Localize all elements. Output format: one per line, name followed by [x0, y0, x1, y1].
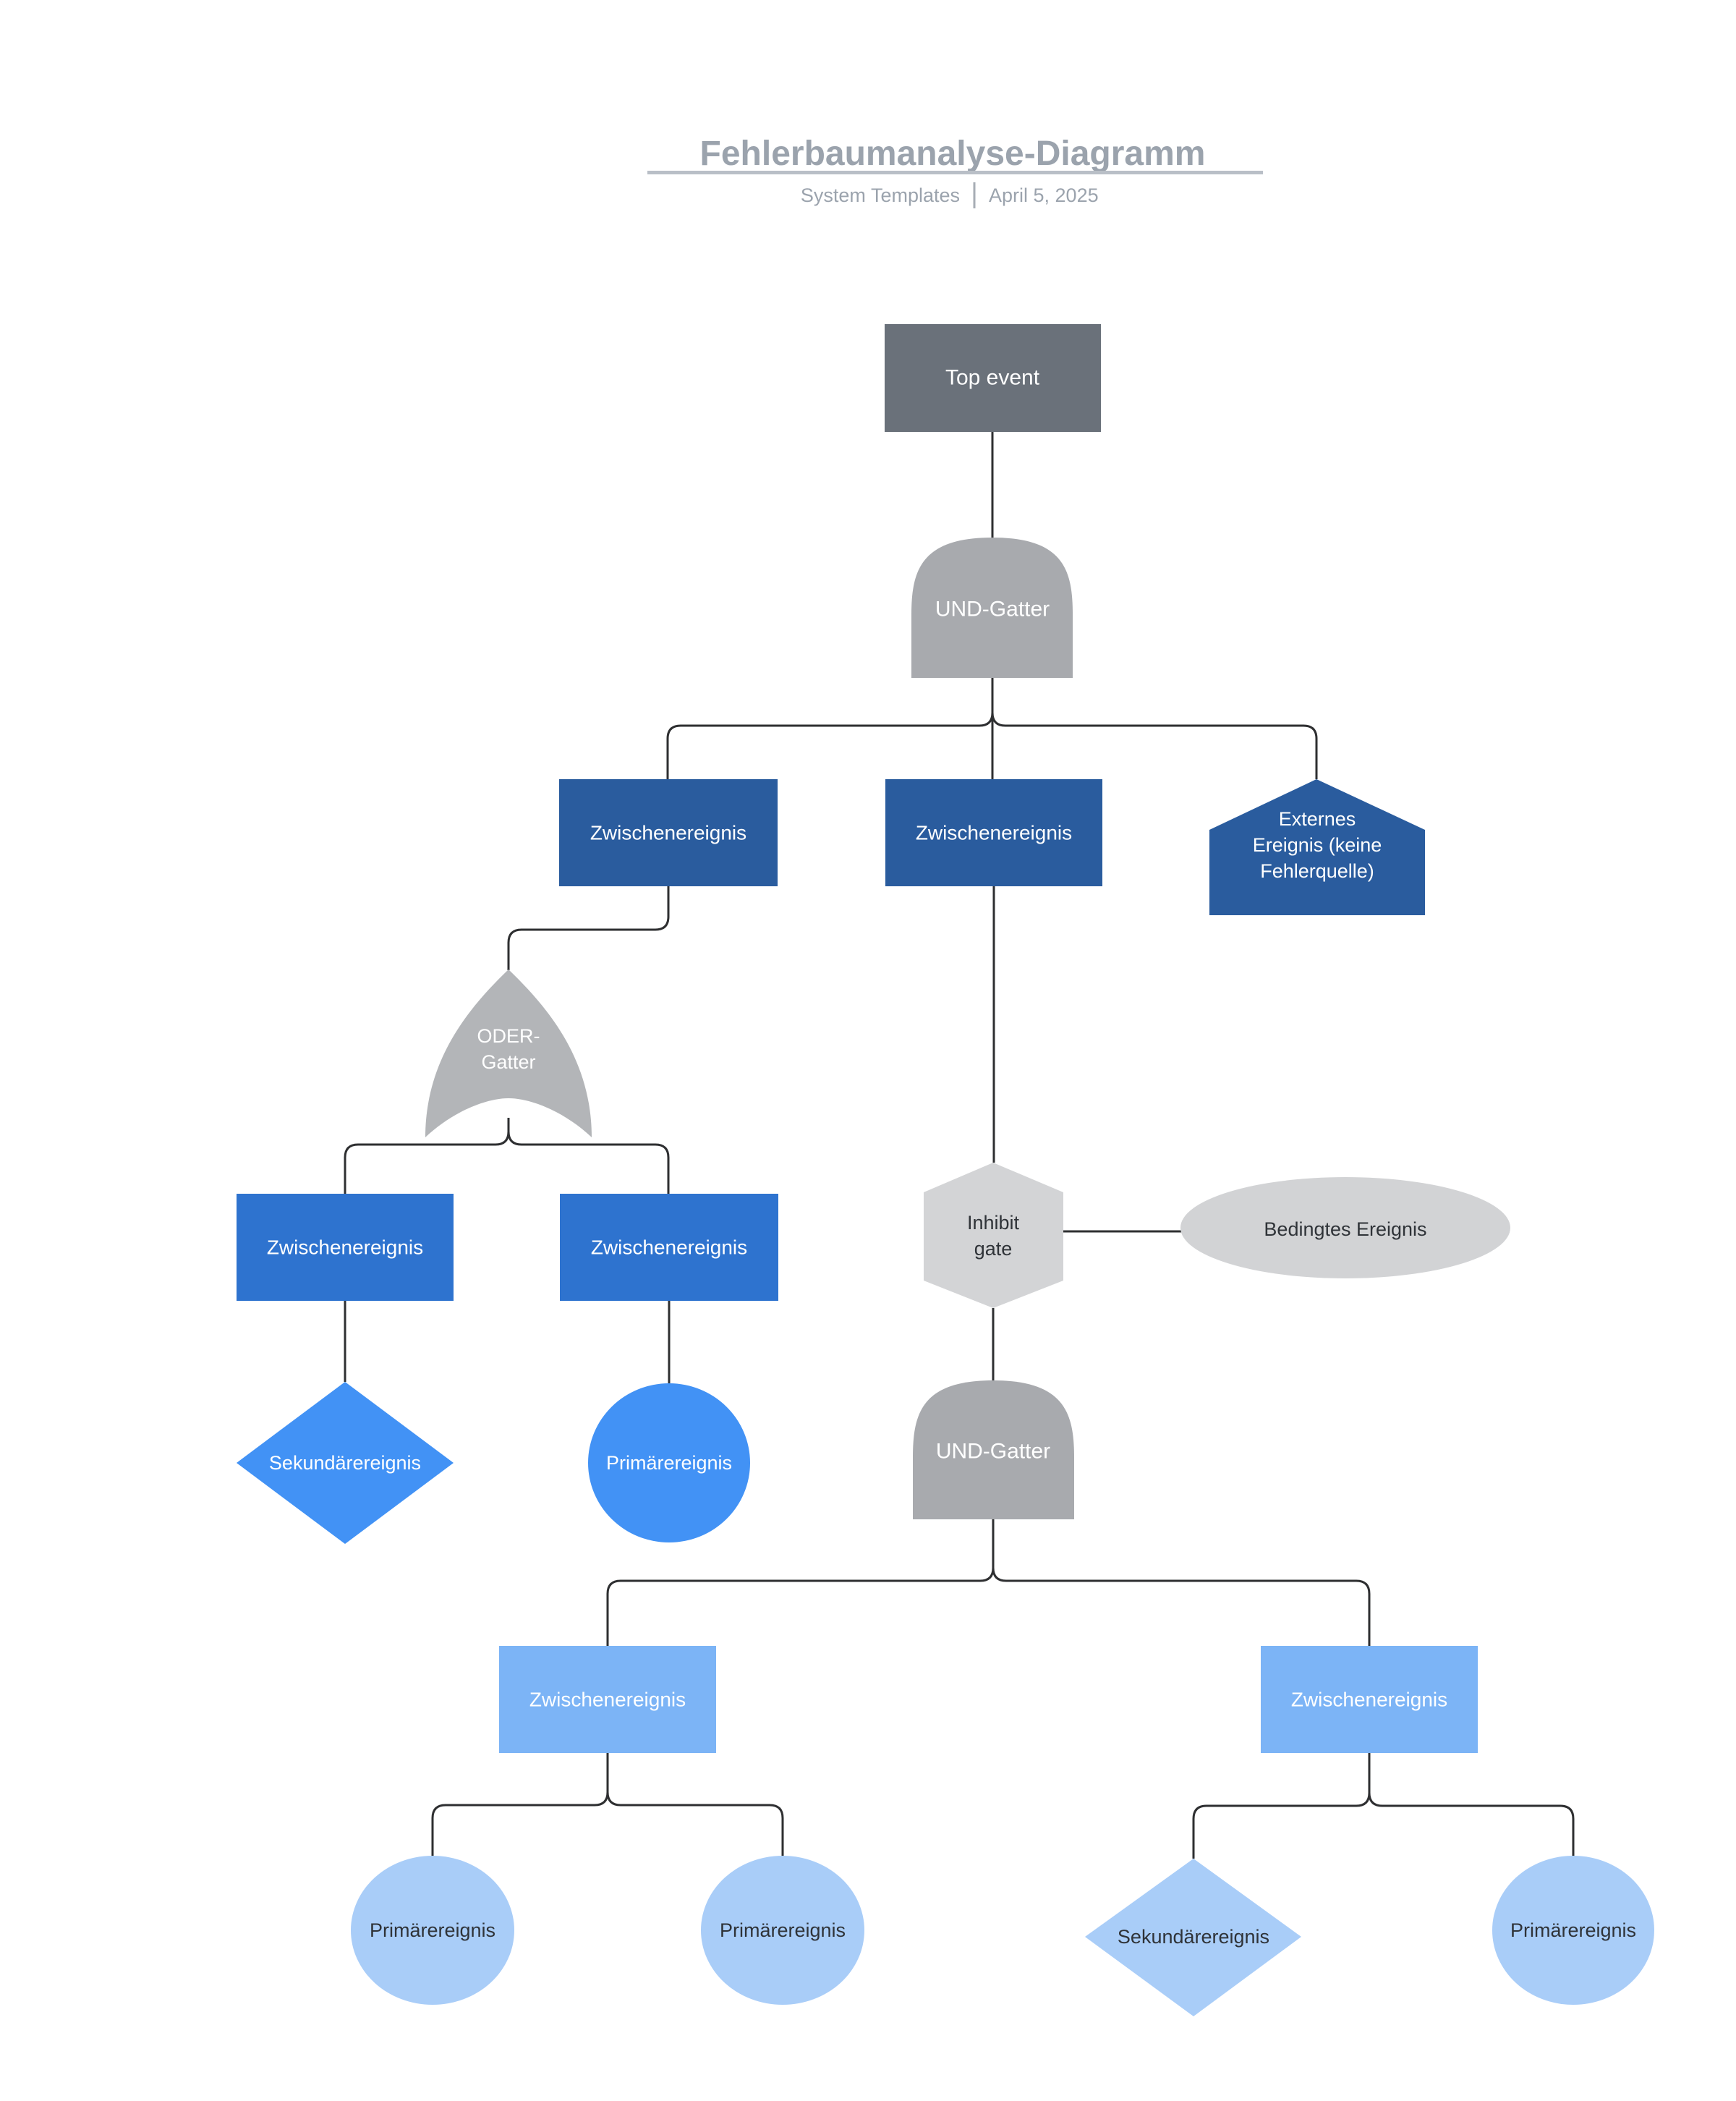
inhibit-gate-label-line2: gate — [974, 1238, 1013, 1260]
and-gate-1-shape[interactable] — [911, 538, 1073, 678]
intermediate-event-6-label: Zwischenereignis — [1291, 1689, 1447, 1711]
and-gate-2-shape[interactable] — [913, 1380, 1074, 1519]
or-gate-label-line2: Gatter — [481, 1051, 535, 1073]
primary-event-1-shape[interactable] — [588, 1383, 750, 1542]
and-gate-1-label: UND-Gatter — [935, 598, 1050, 621]
intermediate-event-4-label: Zwischenereignis — [591, 1236, 747, 1259]
and-gate-2-node[interactable]: UND-Gatter — [913, 1380, 1074, 1519]
subtitle-source: System Templates — [801, 184, 960, 206]
intermediate-event-1-label: Zwischenereignis — [590, 822, 746, 844]
connector-orgate-right — [507, 1118, 670, 1194]
primary-event-1-node[interactable]: Primärereignis — [588, 1383, 750, 1542]
intermediate-event-4-node[interactable]: Zwischenereignis — [560, 1194, 778, 1301]
primary-event-3-shape[interactable] — [701, 1856, 864, 2005]
connector-intermediate5-circle1 — [431, 1753, 609, 1857]
secondary-event-1-label: Sekundärereignis — [269, 1452, 421, 1474]
secondary-event-2-node[interactable]: Sekundärereignis — [1085, 1859, 1301, 2016]
external-event-label-line3: Fehlerquelle) — [1260, 860, 1374, 882]
secondary-event-2-shape[interactable] — [1085, 1859, 1301, 2016]
intermediate-event-5-label: Zwischenereignis — [529, 1689, 686, 1711]
inhibit-gate-shape[interactable] — [924, 1163, 1063, 1308]
intermediate-event-2-shape[interactable] — [885, 779, 1102, 886]
intermediate-event-1-node[interactable]: Zwischenereignis — [559, 779, 778, 886]
primary-event-2-shape[interactable] — [351, 1856, 514, 2005]
top-event-label: Top event — [945, 366, 1040, 390]
intermediate-event-6-shape[interactable] — [1261, 1646, 1478, 1753]
conditional-event-label: Bedingtes Ereignis — [1264, 1218, 1426, 1240]
and-gate-1-node[interactable]: UND-Gatter — [911, 538, 1073, 678]
primary-event-4-shape[interactable] — [1492, 1856, 1654, 2005]
intermediate-event-4-shape[interactable] — [560, 1194, 778, 1301]
top-event-node[interactable]: Top event — [885, 324, 1101, 432]
intermediate-event-3-node[interactable]: Zwischenereignis — [237, 1194, 454, 1301]
secondary-event-2-label: Sekundärereignis — [1118, 1926, 1269, 1948]
primary-event-3-label: Primärereignis — [720, 1919, 846, 1941]
connector-andgate1-left — [666, 678, 994, 779]
connector-andgate1-right — [991, 678, 1318, 779]
inhibit-gate-node[interactable]: Inhibit gate — [924, 1163, 1063, 1308]
intermediate-event-5-node[interactable]: Zwischenereignis — [499, 1646, 716, 1753]
primary-event-2-node[interactable]: Primärereignis — [351, 1856, 514, 2005]
primary-event-4-node[interactable]: Primärereignis — [1492, 1856, 1654, 2005]
primary-event-1-label: Primärereignis — [606, 1452, 732, 1474]
intermediate-event-5-shape[interactable] — [499, 1646, 716, 1753]
external-event-node[interactable]: Externes Ereignis (keine Fehlerquelle) — [1209, 779, 1425, 915]
intermediate-event-1-shape[interactable] — [559, 779, 778, 886]
and-gate-2-label: UND-Gatter — [936, 1440, 1050, 1464]
or-gate-label-line1: ODER- — [477, 1025, 540, 1047]
external-event-label-line1: Externes — [1279, 808, 1356, 830]
conditional-event-shape[interactable] — [1180, 1177, 1510, 1278]
or-gate-node[interactable]: ODER- Gatter — [425, 969, 592, 1137]
connector-orgate-left — [344, 1118, 510, 1194]
connectors — [344, 432, 1575, 1859]
connector-intermediate6-circle — [1368, 1753, 1575, 1857]
header: Fehlerbaumanalyse-Diagramm System Templa… — [647, 135, 1263, 208]
primary-event-3-node[interactable]: Primärereignis — [701, 1856, 864, 2005]
intermediate-event-3-shape[interactable] — [237, 1194, 454, 1301]
intermediate-event-2-node[interactable]: Zwischenereignis — [885, 779, 1102, 886]
intermediate-event-3-label: Zwischenereignis — [267, 1236, 423, 1259]
inhibit-gate-label-line1: Inhibit — [967, 1212, 1020, 1234]
connector-intermediate1-orgate — [507, 886, 670, 970]
external-event-shape[interactable] — [1209, 779, 1425, 915]
intermediate-event-2-label: Zwischenereignis — [916, 822, 1072, 844]
connector-andgate2-left — [606, 1519, 995, 1646]
secondary-event-1-shape[interactable] — [237, 1382, 454, 1544]
primary-event-2-label: Primärereignis — [370, 1919, 495, 1941]
or-gate-shape[interactable] — [425, 969, 592, 1137]
primary-event-4-label: Primärereignis — [1510, 1919, 1636, 1941]
top-event-shape[interactable] — [885, 324, 1101, 432]
external-event-label-line2: Ereignis (keine — [1253, 834, 1382, 856]
subtitle-date: April 5, 2025 — [989, 184, 1099, 206]
secondary-event-1-node[interactable]: Sekundärereignis — [237, 1382, 454, 1544]
connector-intermediate6-diamond — [1192, 1753, 1371, 1859]
connector-intermediate5-circle2 — [606, 1753, 784, 1857]
title-underline — [647, 171, 1263, 174]
intermediate-event-6-node[interactable]: Zwischenereignis — [1261, 1646, 1478, 1753]
connector-andgate2-right — [992, 1519, 1371, 1646]
page-title: Fehlerbaumanalyse-Diagramm — [700, 135, 1206, 173]
conditional-event-node[interactable]: Bedingtes Ereignis — [1180, 1177, 1510, 1278]
